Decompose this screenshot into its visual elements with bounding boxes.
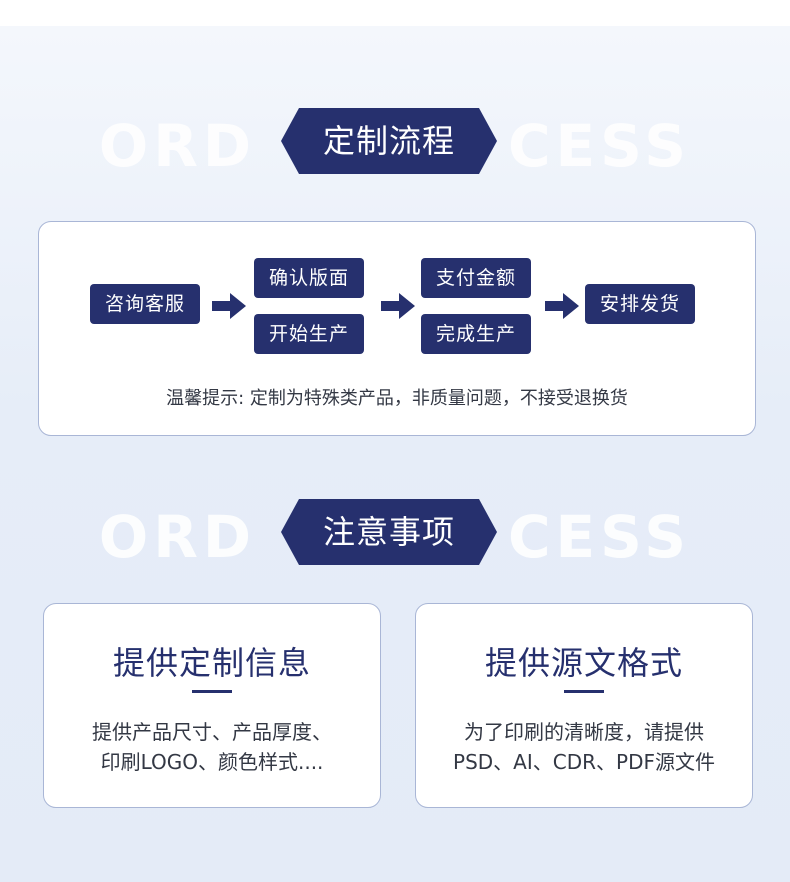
card-text-line: PSD、AI、CDR、PDF源文件 [453, 750, 715, 774]
card-title: 提供源文格式 [484, 644, 683, 682]
notice-tip: 温馨提示: 定制为特殊类产品，非质量问题，不接受退换货 [166, 388, 628, 409]
card-divider [192, 690, 232, 693]
step-pay: 支付金额 [421, 258, 531, 298]
card-divider [564, 690, 604, 693]
card-custom-info: 提供定制信息 提供产品尺寸、产品厚度、 印刷LOGO、颜色样式.... [43, 603, 381, 808]
card-text-line: 为了印刷的清晰度，请提供 [464, 720, 704, 744]
section-title-badge: 注意事项 [281, 499, 497, 565]
section-watermark: ORD CESS [98, 503, 692, 571]
page-background: ORD CESS 定制流程 咨询客服 确认版面 开始生产 支付金额 完成生产 安… [0, 26, 790, 882]
arrow-right-icon [381, 293, 415, 319]
step-confirm-layout: 确认版面 [254, 258, 364, 298]
process-panel: 咨询客服 确认版面 开始生产 支付金额 完成生产 安排发货 温馨提示: 定制为特… [38, 221, 756, 436]
step-start-production: 开始生产 [254, 314, 364, 354]
section-header-notes: ORD CESS 注意事项 [0, 499, 790, 571]
step-complete-production: 完成生产 [421, 314, 531, 354]
section-header-process: ORD CESS 定制流程 [0, 108, 790, 180]
card-title: 提供定制信息 [112, 644, 311, 682]
arrow-right-icon [212, 293, 246, 319]
section-watermark: ORD CESS [98, 112, 692, 180]
arrow-right-icon [545, 293, 579, 319]
card-source-format: 提供源文格式 为了印刷的清晰度，请提供 PSD、AI、CDR、PDF源文件 [415, 603, 753, 808]
section-title-badge: 定制流程 [281, 108, 497, 174]
step-consult: 咨询客服 [90, 284, 200, 324]
step-ship: 安排发货 [585, 284, 695, 324]
card-text-line: 提供产品尺寸、产品厚度、 [92, 720, 332, 744]
card-text-line: 印刷LOGO、颜色样式.... [100, 750, 324, 774]
